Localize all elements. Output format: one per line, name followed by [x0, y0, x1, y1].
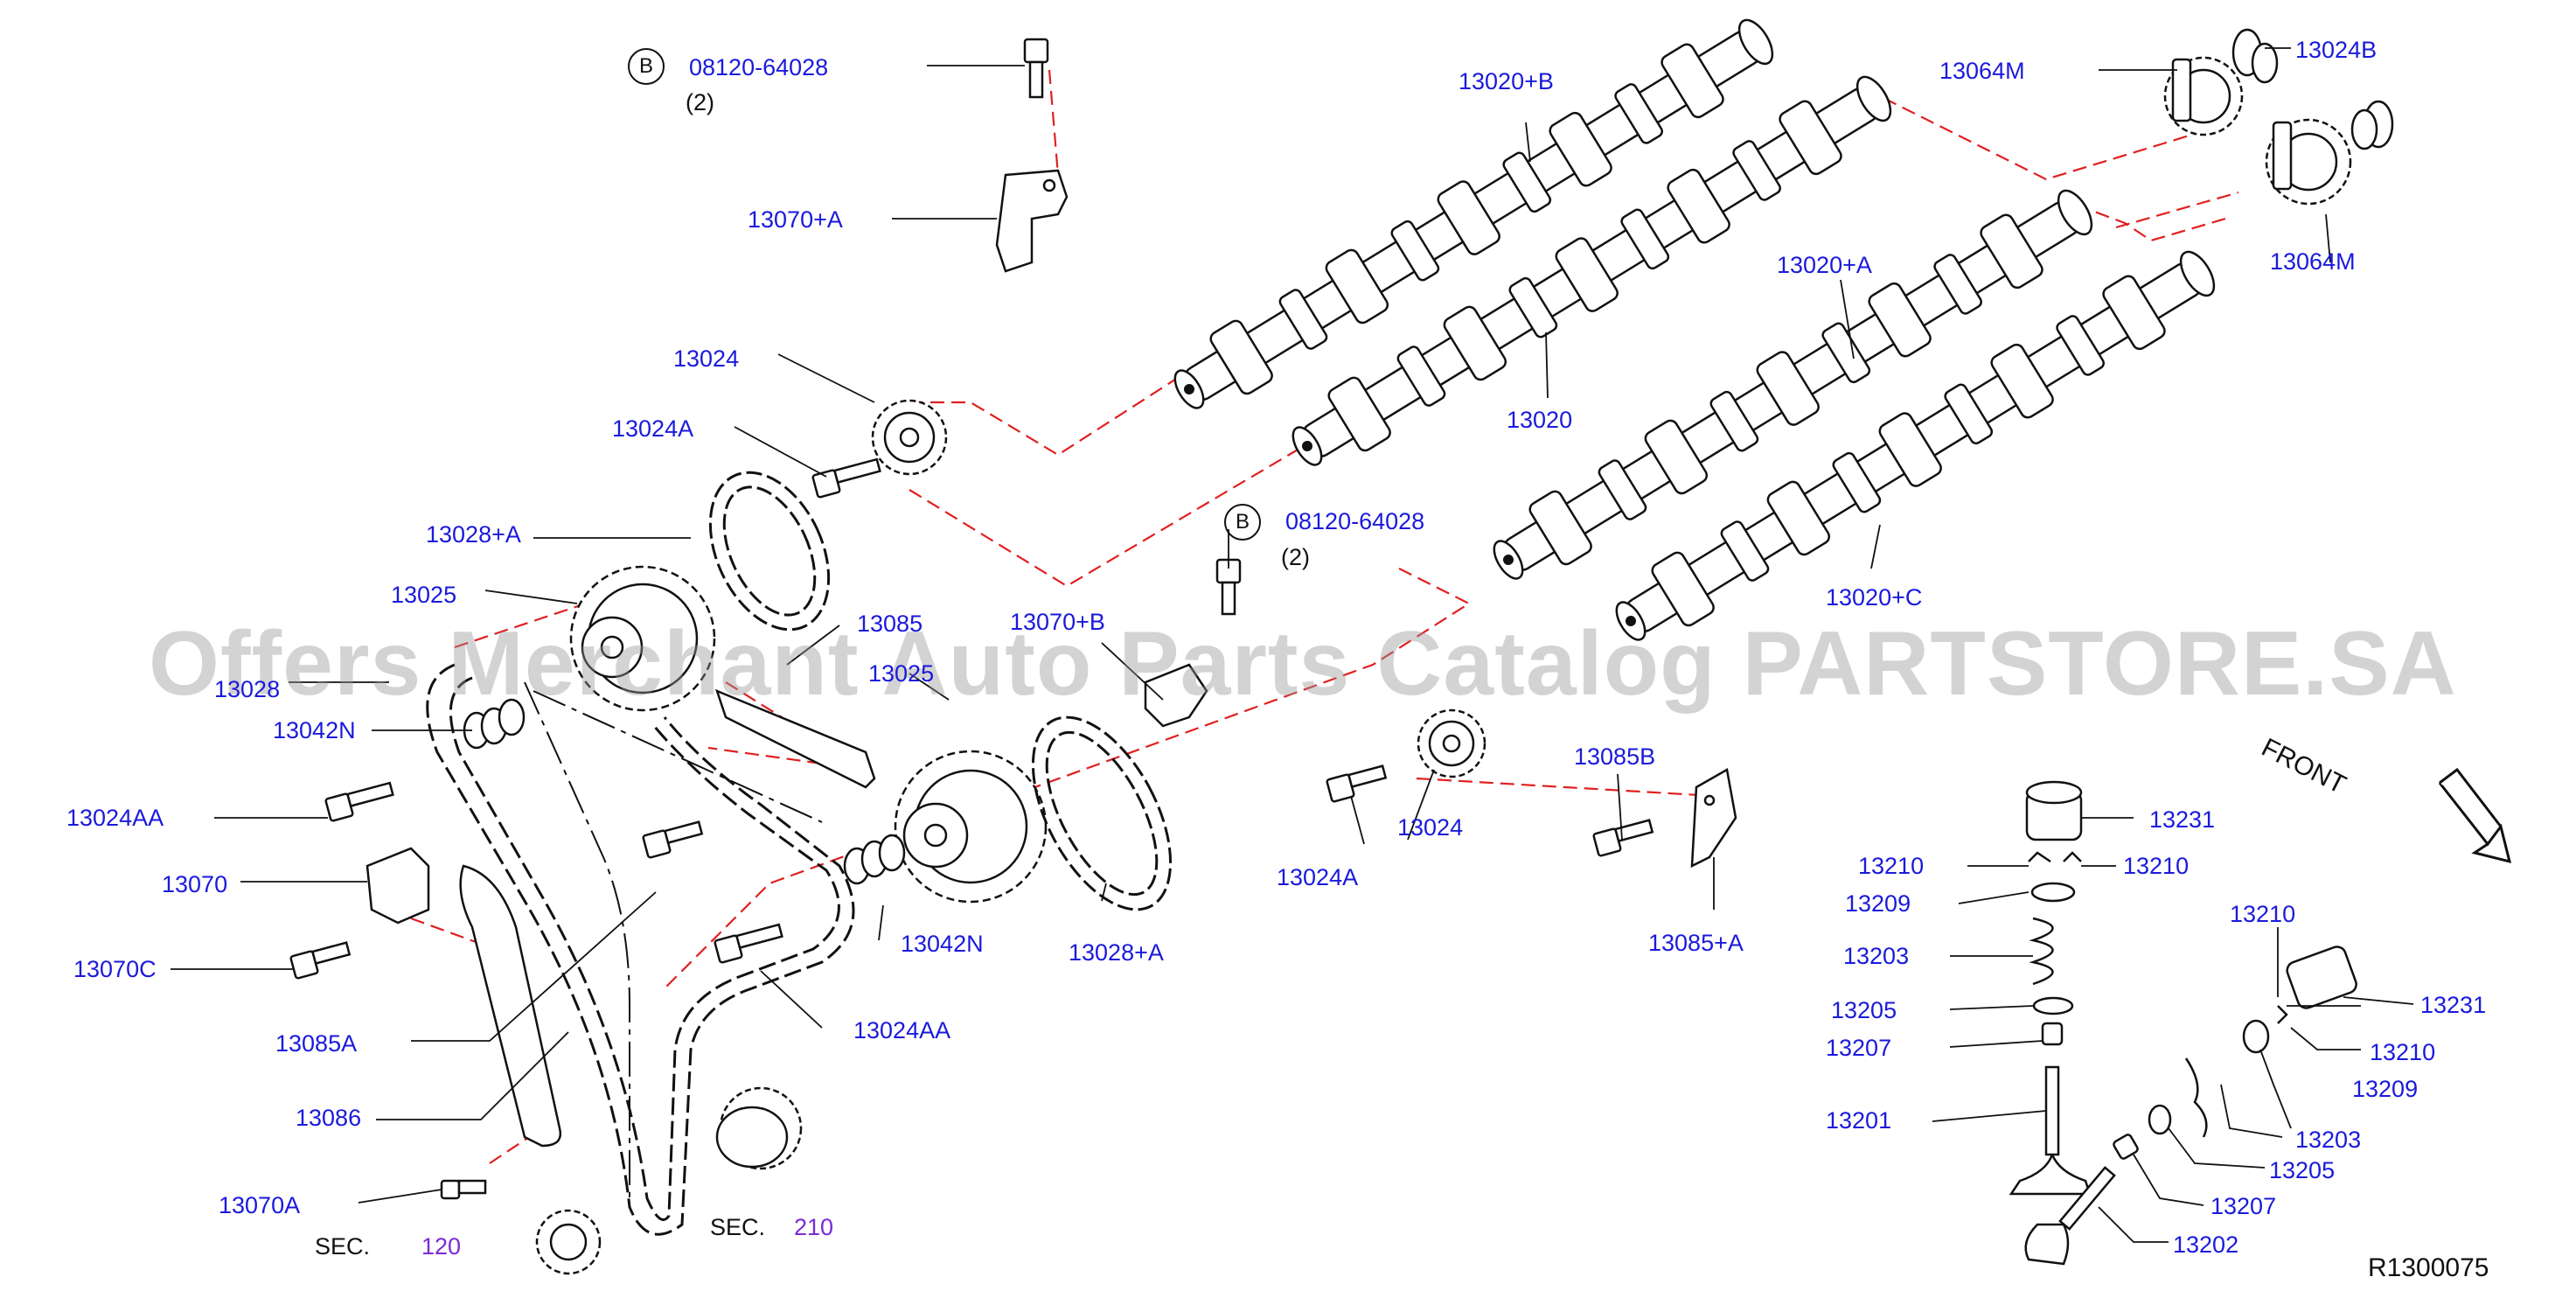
guide-13085: [714, 688, 876, 789]
label-bolt-13085b: 13085B: [1574, 743, 1656, 770]
label-sprocket-b: 13024B: [2295, 37, 2378, 63]
diagram-id: R1300075: [2368, 1253, 2489, 1282]
bolts: [289, 38, 1654, 1200]
label-cam-b: 13020+B: [1459, 68, 1554, 94]
label-sprocket-m-right: 13064M: [2270, 248, 2356, 275]
sprocket-13025-upper: [569, 565, 716, 712]
sprocket-13025-lower: [894, 750, 1048, 904]
label-washer-n-left: 13042N: [273, 717, 356, 743]
label-lifter-left: 13231: [2149, 806, 2216, 833]
chain-13028-a-lower: [1031, 715, 1173, 911]
label-valve-intake: 13201: [1826, 1107, 1892, 1134]
label-chain-13028: 13028: [214, 676, 281, 702]
label-bolt-aa-mid: 13024AA: [853, 1017, 951, 1043]
valve-assembly-left: [2009, 780, 2092, 1196]
label-bolt-b-top: 08120-64028: [689, 54, 829, 80]
label-keeper-right-top: 13210: [2230, 901, 2296, 927]
callout-b-mid: B: [1224, 504, 1261, 541]
label-guide-13085a-plus: 13085+A: [1648, 930, 1744, 956]
label-keeper-left-l: 13210: [1858, 853, 1925, 879]
sprocket-13064m-right: [2265, 118, 2352, 206]
seal-13024b-top: [2231, 28, 2279, 84]
label-sec-mid: SEC.: [710, 1214, 766, 1240]
label-chain-a-upper: 13028+A: [426, 521, 521, 548]
watermark: Offers Merchant Auto Parts Catalog PARTS…: [149, 613, 2457, 715]
label-seal-right: 13207: [2210, 1193, 2277, 1219]
label-sprocket-m-top: 13064M: [1939, 58, 2025, 84]
callout-b-top: B: [628, 48, 665, 85]
label-sec-left: SEC.: [315, 1233, 371, 1260]
label-sec-mid-num[interactable]: 210: [794, 1214, 834, 1240]
sprocket-13064m-top: [2163, 56, 2244, 136]
label-seat-right: 13205: [2269, 1157, 2336, 1183]
label-guide-13085a: 13085A: [275, 1030, 358, 1057]
chain-13028-a-upper: [708, 471, 831, 632]
label-bolt-b-top-qty: (2): [686, 89, 714, 115]
label-bolt-13070c: 13070C: [73, 956, 157, 982]
guide-13085-plus-a: [1690, 768, 1737, 869]
label-bolt-b-mid-qty: (2): [1281, 544, 1310, 570]
label-valve-exhaust: 13202: [2173, 1232, 2239, 1258]
label-bolt-b-mid: 08120-64028: [1285, 508, 1425, 534]
tensioner-13070: [366, 847, 430, 925]
valve-assembly-right: [2024, 946, 2357, 1266]
label-sprocket-13025-b: 13025: [868, 660, 935, 687]
label-bolt-aa-left: 13024AA: [66, 805, 164, 831]
sprocket-13024-lower: [1417, 708, 1486, 778]
washers: [463, 698, 906, 885]
label-spring-left: 13203: [1843, 943, 1910, 969]
guide-13086: [459, 864, 562, 1148]
label-tensioner-b: 13070+B: [1010, 609, 1105, 635]
label-bolt-13070a: 13070A: [219, 1192, 301, 1218]
label-seal-left: 13207: [1826, 1035, 1892, 1061]
sprocket-13024-upper: [871, 399, 948, 476]
label-keeper-right: 13210: [2370, 1039, 2436, 1065]
label-retainer-right: 13209: [2352, 1076, 2419, 1102]
chain-13028-main: [426, 663, 855, 1236]
label-sprocket-lower: 13024: [1397, 814, 1464, 841]
leader-lines: [171, 47, 2414, 1243]
label-cam-c: 13020+C: [1826, 584, 1923, 611]
label-sprocket-upper: 13024: [673, 345, 740, 372]
chain-guide-lines: [524, 681, 823, 1207]
label-washer-n-mid: 13042N: [901, 931, 984, 957]
label-cam-main: 13020: [1507, 407, 1573, 433]
label-chain-a-lower: 13028+A: [1069, 939, 1164, 966]
camshaft-13020-a: [1493, 189, 2093, 580]
seal-13024b-right: [2350, 100, 2394, 150]
label-lifter-right: 13231: [2420, 992, 2487, 1018]
label-bolt-lower: 13024A: [1277, 864, 1359, 890]
label-seat-left: 13205: [1831, 997, 1897, 1023]
label-sprocket-13025: 13025: [391, 582, 457, 608]
label-sec-left-num[interactable]: 120: [421, 1233, 462, 1260]
sec-210-pulley: [715, 1086, 803, 1170]
label-guide-13086: 13086: [296, 1105, 362, 1131]
label-retainer-left: 13209: [1845, 890, 1911, 917]
label-cam-a: 13020+A: [1777, 252, 1872, 278]
camshaft-13020-b: [1173, 18, 1774, 409]
label-tensioner-a: 13070+A: [748, 206, 843, 233]
label-bolt-upper: 13024A: [612, 415, 694, 442]
camshaft-13020-c: [1615, 250, 2216, 641]
tensioner-13070-a: [995, 169, 1069, 273]
label-spring-right: 13203: [2295, 1127, 2362, 1153]
label-keeper-left-r: 13210: [2123, 853, 2190, 879]
label-guide-13085: 13085: [857, 611, 923, 637]
front-arrow-icon: [2438, 767, 2512, 864]
tensioner-13070-b: [1144, 663, 1208, 728]
label-tensioner-13070: 13070: [162, 871, 228, 897]
sec-120-gear: [535, 1209, 602, 1275]
camshaft-13020: [1291, 75, 1892, 466]
